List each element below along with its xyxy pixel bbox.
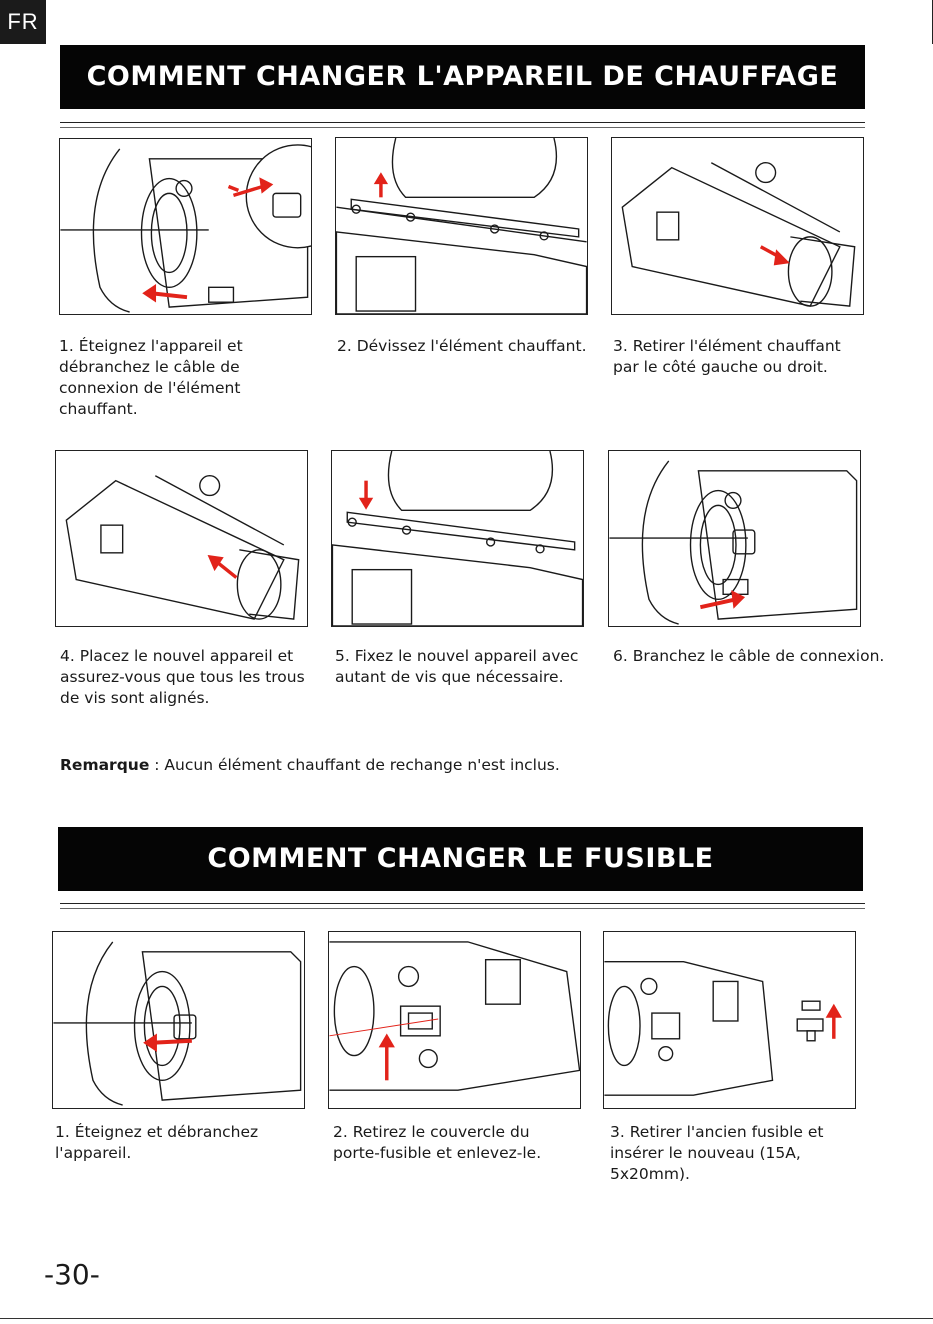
remark-note: Remarque : Aucun élément chauffant de re…	[60, 755, 760, 776]
section-divider	[60, 127, 865, 128]
remark-text: : Aucun élément chauffant de rechange n'…	[149, 756, 560, 774]
step-6-caption: 6. Branchez le câble de connexion.	[613, 647, 885, 665]
language-tab: FR	[0, 0, 46, 44]
step-3-illustration	[611, 137, 864, 315]
fuse-step-3-caption: 3. Retirer l'ancien fusible et insérer l…	[610, 1123, 824, 1183]
section-divider	[60, 903, 865, 904]
step-5-illustration	[331, 450, 584, 627]
fuse-step-1-illustration	[52, 931, 305, 1109]
fuse-step-2-illustration	[328, 931, 581, 1109]
step-4-caption: 4. Placez le nouvel appareil et assurez-…	[60, 647, 305, 707]
step-3-caption: 3. Retirer l'élément chauffant par le cô…	[613, 337, 841, 376]
step-4-illustration	[55, 450, 308, 627]
step-2-caption: 2. Dévissez l'élément chauffant.	[337, 337, 587, 355]
section-title-heater: COMMENT CHANGER L'APPAREIL DE CHAUFFAGE	[60, 45, 865, 109]
fuse-step-1-caption: 1. Éteignez et débranchez l'appareil.	[55, 1123, 259, 1162]
fuse-step-3-illustration	[603, 931, 856, 1109]
section-divider	[60, 122, 865, 123]
step-1-illustration	[59, 138, 312, 315]
section-title-fuse: COMMENT CHANGER LE FUSIBLE	[58, 827, 863, 891]
remark-label: Remarque	[60, 756, 150, 774]
step-6-illustration	[608, 450, 861, 627]
step-2-illustration	[335, 137, 588, 315]
step-5-caption: 5. Fixez le nouvel appareil avec autant …	[335, 647, 579, 686]
section-divider	[60, 908, 865, 909]
page-number: -30-	[44, 1258, 100, 1291]
fuse-step-2-caption: 2. Retirez le couvercle du porte-fusible…	[333, 1123, 542, 1162]
bottom-rule	[0, 1318, 933, 1319]
step-1-caption: 1. Éteignez l'appareil et débranchez le …	[59, 337, 243, 418]
